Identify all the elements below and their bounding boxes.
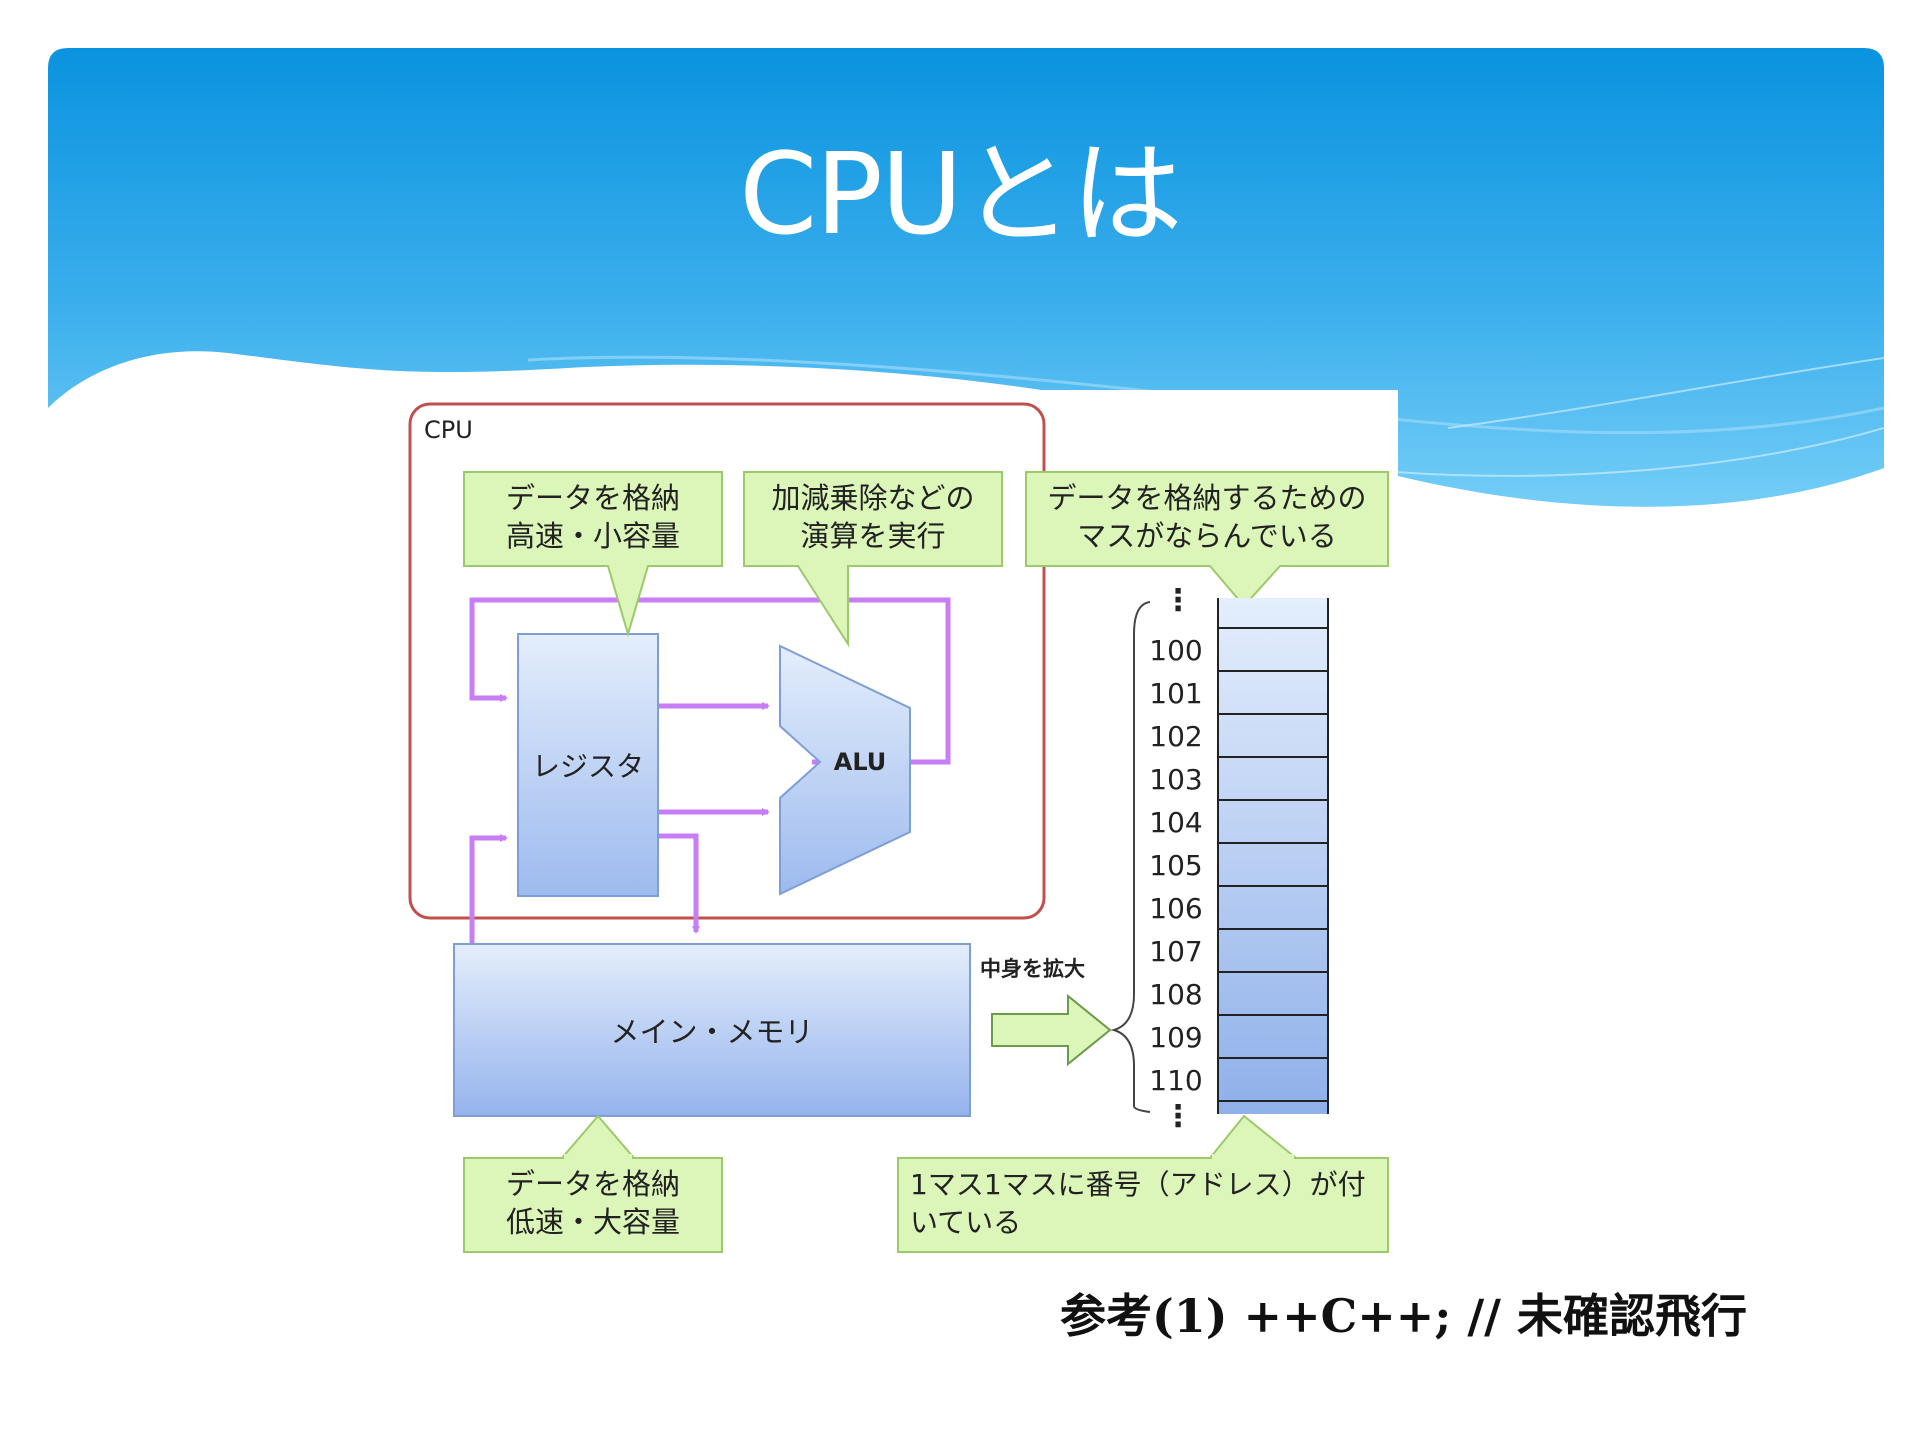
cpu-label: CPU: [424, 416, 473, 444]
callout-alu: 加減乗除などの 演算を実行: [743, 471, 1003, 648]
slide-title: CPUとは: [739, 130, 1183, 260]
data-paths: [469, 597, 951, 943]
alu-label: ALU: [834, 748, 887, 776]
callout-address-line-1: 1マス1マスに番号（アドレス）が付: [910, 1168, 1366, 1201]
register-label: レジスタ: [532, 750, 644, 783]
callout-register: データを格納 高速・小容量: [463, 471, 723, 638]
header-wave-3: [1347, 427, 1884, 477]
address-labels: 100 101 102 103 104 105 106 107 108 109 110: [1149, 634, 1202, 1097]
callout-memory-cells-line-2: マスがならんでいる: [1077, 519, 1337, 553]
cpu-diagram-figure: CPU レジスタ ALU データを格納 高速・小容量 加減乗除などの 演算を実行…: [402, 390, 1398, 1270]
callout-register-line-1: データを格納: [506, 481, 680, 515]
memory-cell-dividers: [1218, 627, 1328, 1102]
address-label-104: 104: [1149, 806, 1202, 839]
ellipsis-top: ⋮: [1163, 583, 1193, 618]
main-memory-block: [453, 943, 971, 1117]
address-label-103: 103: [1149, 763, 1202, 796]
expand-label: 中身を拡大: [980, 957, 1085, 981]
address-label-105: 105: [1149, 849, 1202, 882]
register-block: [517, 633, 659, 897]
path-alu-feedback: [469, 597, 951, 765]
path-register-to-memory: [658, 833, 700, 934]
memory-cell-strip: [1217, 598, 1329, 1114]
address-label-110: 110: [1149, 1064, 1202, 1097]
callout-alu-line-1: 加減乗除などの: [771, 481, 974, 515]
callout-main-memory: データを格納 低速・大容量: [463, 1114, 723, 1253]
address-label-101: 101: [1149, 677, 1202, 710]
callout-memory-cells: データを格納するための マスがならんでいる: [1025, 471, 1389, 608]
callout-main-memory-line-2: 低速・大容量: [506, 1205, 680, 1239]
address-brace: [1110, 601, 1151, 1113]
reference-citation: 参考(1) ++C++; // 未確認飛行: [1060, 1289, 1747, 1343]
memory-strip-background: [1218, 598, 1328, 1114]
header-background: [48, 48, 1884, 507]
callout-main-memory-line-1: データを格納: [506, 1167, 680, 1201]
path-memory-to-register: [469, 834, 508, 943]
address-label-100: 100: [1149, 634, 1202, 667]
address-label-107: 107: [1149, 935, 1202, 968]
callout-address: 1マス1マスに番号（アドレス）が付 いている: [897, 1114, 1389, 1253]
callout-memory-cells-line-1: データを格納するための: [1047, 481, 1366, 515]
header-wave-2: [1447, 357, 1884, 429]
address-label-108: 108: [1149, 978, 1202, 1011]
address-label-106: 106: [1149, 892, 1202, 925]
cpu-boundary: [408, 402, 1046, 920]
expand-arrow: [991, 993, 1112, 1067]
address-label-102: 102: [1149, 720, 1202, 753]
cpu-memory-diagram: CPU レジスタ ALU データを格納 高速・小容量 加減乗除などの 演算を実行…: [408, 402, 1389, 1253]
callout-register-line-2: 高速・小容量: [506, 519, 680, 553]
ellipsis-bottom: ⋮: [1163, 1099, 1193, 1134]
callout-address-line-2: いている: [910, 1206, 1021, 1239]
callout-alu-line-2: 演算を実行: [800, 519, 945, 553]
address-label-109: 109: [1149, 1021, 1202, 1054]
main-memory-label: メイン・メモリ: [610, 1015, 813, 1049]
alu-block: [779, 644, 911, 896]
